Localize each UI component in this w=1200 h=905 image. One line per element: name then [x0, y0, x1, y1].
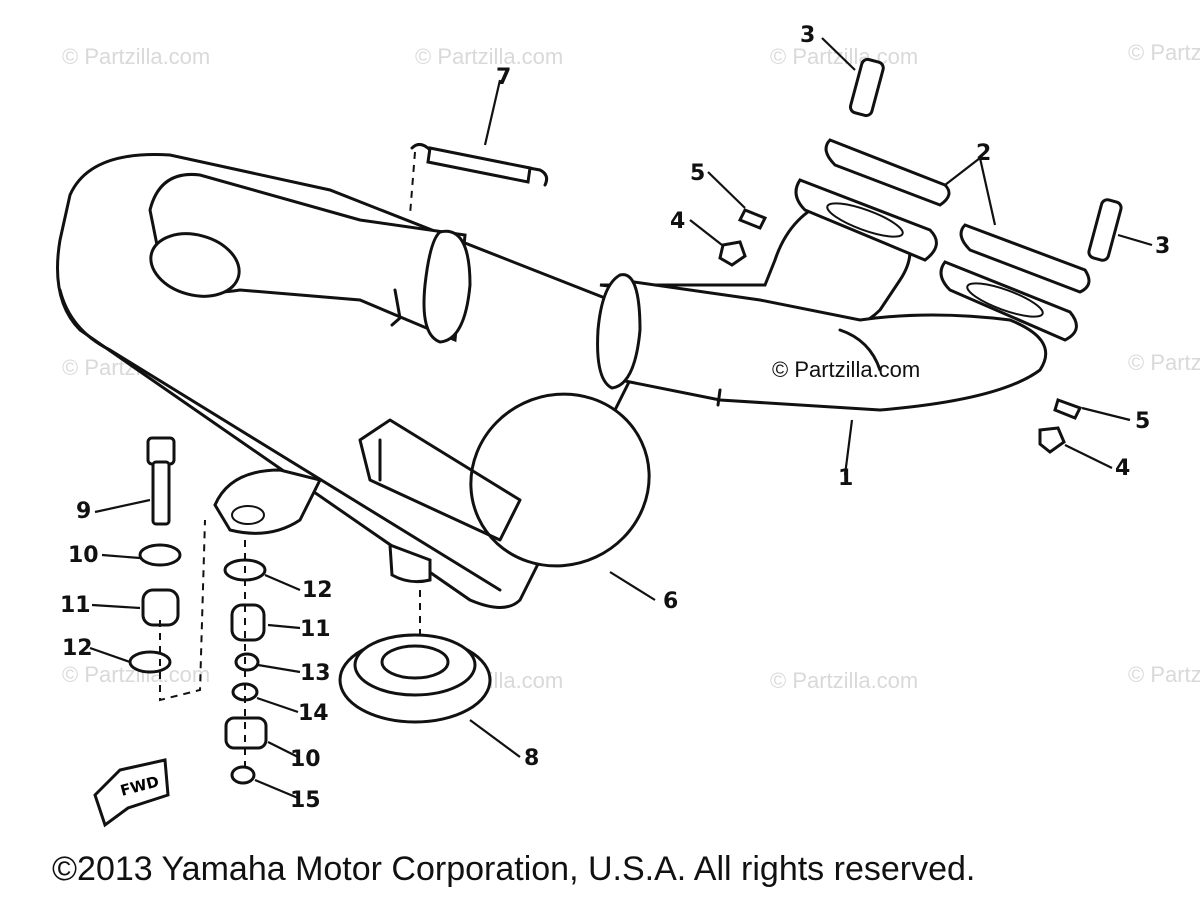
callout-8: 8: [524, 746, 539, 771]
callout-10-right: 10: [290, 747, 321, 772]
muffler-inlet-pipe: [148, 172, 472, 344]
callout-13: 13: [300, 661, 331, 686]
mount-hardware: [128, 436, 268, 785]
callout-12-right: 12: [302, 578, 333, 603]
callout-1: 1: [838, 466, 853, 491]
fwd-arrow-icon: FWD: [93, 758, 170, 828]
callout-2: 2: [976, 141, 991, 166]
callout-11-left: 11: [60, 593, 91, 618]
leader-lines: [89, 37, 1153, 800]
callout-3-right: 3: [1155, 234, 1170, 259]
nuts-washers: [718, 208, 1083, 454]
callout-5-right: 5: [1135, 409, 1150, 434]
callout-12-left: 12: [62, 636, 93, 661]
gaskets: [794, 138, 1091, 342]
copyright-notice: ©2013 Yamaha Motor Corporation, U.S.A. A…: [52, 850, 976, 888]
callout-15: 15: [290, 788, 321, 813]
exhaust-pipe: © Partzilla.com: [596, 198, 1048, 412]
callout-labels: 3 2 3 5 4 5 4 1 6 7 8 9 10 11 12 12 11 1…: [60, 23, 1170, 813]
callout-6: 6: [663, 589, 678, 614]
rubber-mount: [338, 590, 492, 724]
watermark: © Partzilla.com: [1128, 40, 1200, 65]
watermark: © Partzilla.com: [415, 44, 563, 69]
watermark: © Partzilla.com: [1128, 350, 1200, 375]
watermark: © Partzilla.com: [1128, 662, 1200, 687]
callout-5-left: 5: [690, 161, 705, 186]
callout-10-left: 10: [68, 543, 99, 568]
spring: [409, 143, 549, 216]
callout-4-left: 4: [670, 209, 685, 234]
callout-4-right: 4: [1115, 456, 1130, 481]
callout-9: 9: [76, 499, 91, 524]
callout-11-right: 11: [300, 617, 331, 642]
callout-7: 7: [496, 65, 511, 90]
studs: [848, 57, 1123, 262]
callout-3-top: 3: [800, 23, 815, 48]
watermark: © Partzilla.com: [62, 44, 210, 69]
watermark: © Partzilla.com: [770, 44, 918, 69]
callout-14: 14: [298, 701, 329, 726]
watermark: © Partzilla.com: [770, 668, 918, 693]
watermark-center: © Partzilla.com: [772, 357, 920, 382]
